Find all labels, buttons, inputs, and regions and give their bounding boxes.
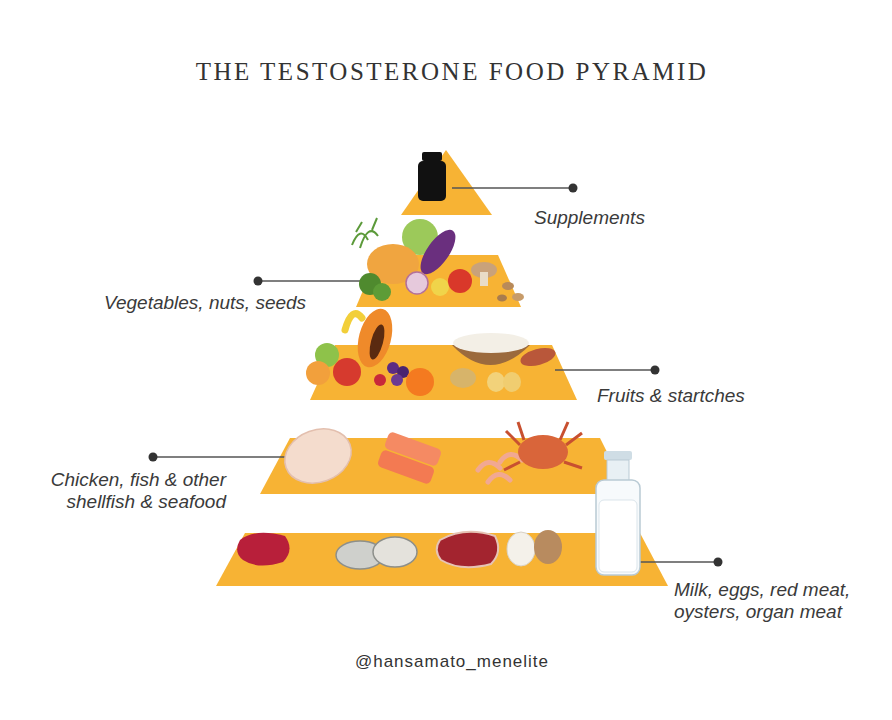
pyramid-tier: [310, 345, 577, 400]
category-label: Vegetables, nuts, seeds: [104, 292, 344, 314]
sweet-potato-icon: [519, 345, 558, 370]
rice-bowl-icon: [453, 333, 529, 353]
nut-icon: [497, 295, 507, 302]
apple-icon: [333, 358, 361, 386]
chicken-icon: [277, 420, 359, 492]
herb-icon: [352, 218, 378, 248]
category-label: Chicken, fish & other shellfish & seafoo…: [20, 469, 226, 513]
category-label-holder: Supplements: [534, 207, 734, 229]
milk-bottle-icon: [604, 451, 632, 460]
onion-icon: [406, 272, 428, 294]
milk-bottle-icon: [599, 500, 637, 572]
milk-bottle-icon: [596, 480, 640, 575]
leader-dot: [714, 558, 723, 567]
category-label: Milk, eggs, red meat, oysters, organ mea…: [674, 579, 880, 623]
broccoli-icon: [373, 283, 391, 301]
potato-icon: [487, 372, 505, 392]
apricot-icon: [306, 361, 330, 385]
papaya-icon: [367, 323, 388, 361]
tomato-icon: [448, 269, 472, 293]
leader-dot: [651, 366, 660, 375]
leader-line: [153, 456, 290, 457]
leader-line: [452, 187, 573, 188]
egg-icon: [534, 530, 562, 564]
berry-icon: [374, 374, 386, 386]
crab-icon: [518, 435, 568, 469]
milk-bottle-icon: [607, 460, 629, 482]
supplement-bottle: [422, 152, 442, 161]
title-holder: THE TESTOSTERONE FOOD PYRAMID: [6, 58, 892, 86]
category-label: Supplements: [534, 207, 734, 229]
potato-icon: [450, 368, 476, 388]
category-label-holder: Chicken, fish & other shellfish & seafoo…: [20, 469, 226, 513]
pepper-icon: [431, 278, 449, 296]
orange-icon: [406, 368, 434, 396]
title: THE TESTOSTERONE FOOD PYRAMID: [6, 58, 892, 86]
egg-icon: [507, 532, 535, 566]
leader-line: [640, 561, 718, 562]
banana-icon: [345, 314, 362, 330]
grape-icon: [391, 374, 403, 386]
nut-icon: [512, 293, 524, 301]
category-label-holder: Vegetables, nuts, seeds: [104, 292, 344, 314]
crab-icon: [504, 422, 582, 470]
potato-icon: [503, 372, 521, 392]
category-label-holder: Milk, eggs, red meat, oysters, organ mea…: [674, 579, 880, 623]
steak-icon: [437, 532, 498, 567]
nut-icon: [502, 282, 514, 290]
supplement-bottle: [418, 161, 446, 201]
leader-dot: [569, 184, 578, 193]
watermark-holder: @hansamato_menelite: [6, 652, 892, 672]
leader-line: [258, 280, 362, 281]
pyramid-tier: [401, 150, 492, 215]
category-label: Fruits & startches: [597, 385, 817, 407]
watermark: @hansamato_menelite: [6, 652, 892, 672]
oyster-icon: [373, 537, 417, 567]
shrimp-icon: [478, 454, 522, 482]
salmon-icon: [377, 449, 436, 485]
mushroom-icon: [480, 272, 488, 286]
leader-dot: [149, 453, 158, 462]
leader-dot: [254, 277, 263, 286]
leader-line: [555, 369, 655, 370]
category-label-holder: Fruits & startches: [597, 385, 817, 407]
organ-meat-icon: [237, 533, 289, 566]
